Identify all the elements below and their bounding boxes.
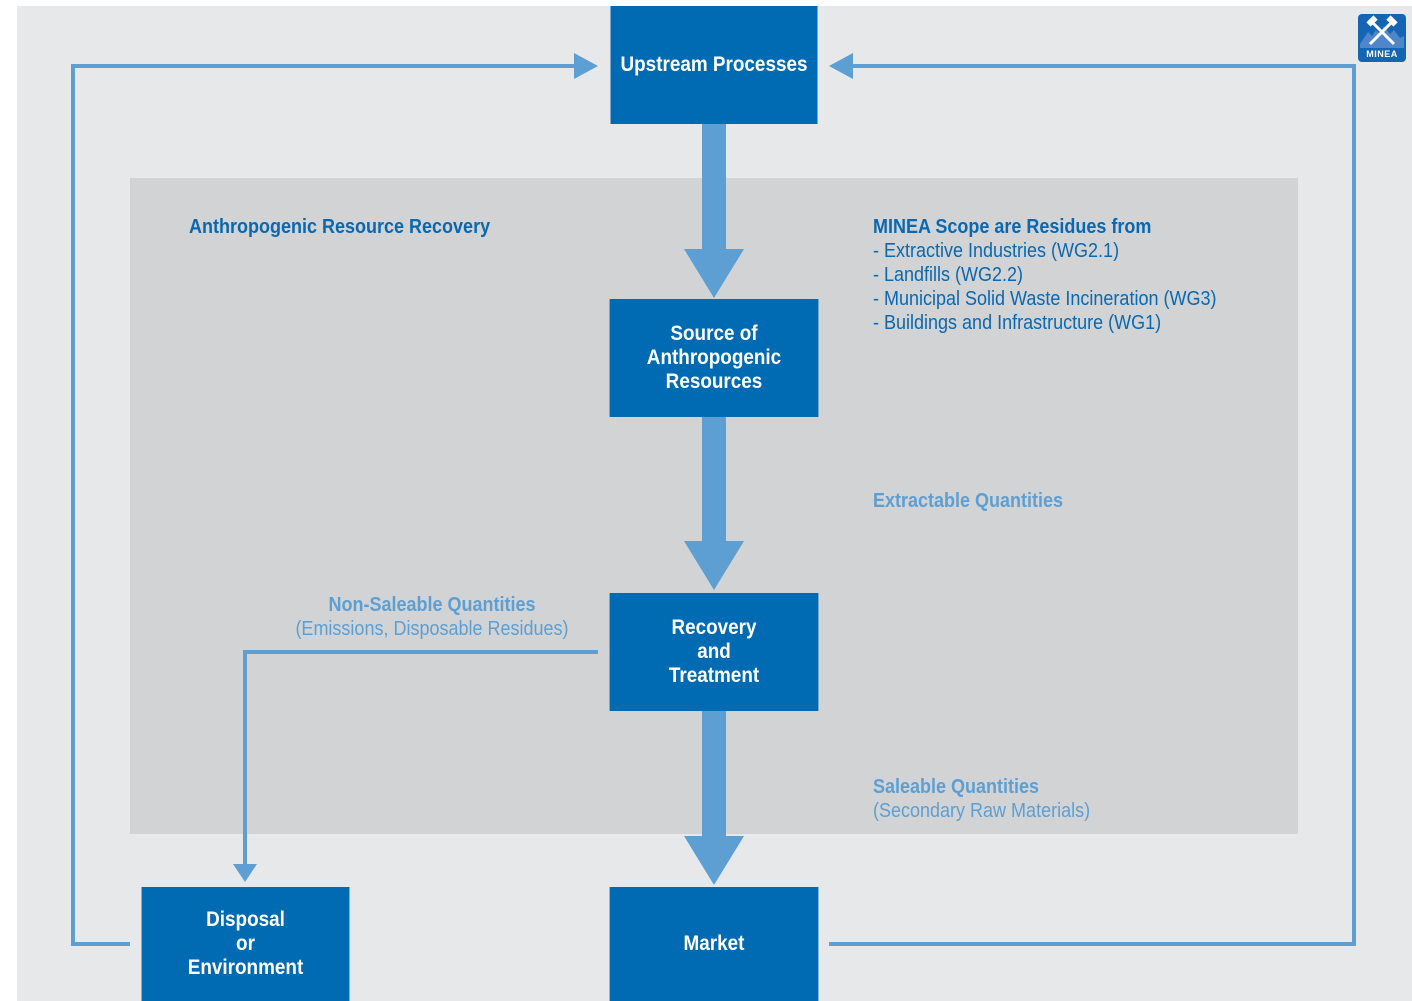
scope-item: - Extractive Industries (WG2.1): [873, 240, 1120, 262]
saleable-subtitle: (Secondary Raw Materials): [873, 800, 1091, 822]
node-recovery-line-2: and: [697, 640, 731, 663]
saleable-block: Saleable Quantities (Secondary Raw Mater…: [873, 775, 1090, 823]
node-source-line-2: Anthropogenic: [646, 346, 782, 369]
non-saleable-subtitle: (Emissions, Disposable Residues): [295, 618, 569, 640]
scope-block: MINEA Scope are Residues from - Extracti…: [873, 215, 1216, 335]
node-disposal-line-3: Environment: [187, 956, 304, 979]
arrow-head-recovery-to-disposal: [233, 864, 257, 882]
line-disposal-to-upstream: [71, 64, 578, 946]
node-recovery-line-1: Recovery: [671, 616, 757, 639]
node-upstream-processes: Upstream Processes: [610, 6, 818, 124]
line-recovery-to-disposal: [243, 650, 598, 866]
node-disposal-or-environment: Disposal or Environment: [141, 887, 350, 1001]
scope-item: - Buildings and Infrastructure (WG1): [873, 312, 1162, 334]
node-disposal-line-1: Disposal: [206, 908, 285, 931]
crossed-hammers-icon: [1360, 15, 1404, 48]
logo-text: MINEA: [1366, 49, 1398, 59]
panel-title: Anthropogenic Resource Recovery: [189, 216, 491, 238]
node-upstream-label: Upstream Processes: [620, 53, 808, 76]
node-market-label: Market: [683, 932, 745, 955]
arrow-shaft-upstream-to-source: [702, 124, 726, 249]
scope-item: - Municipal Solid Waste Incineration (WG…: [873, 288, 1217, 310]
extractable-quantities-label: Extractable Quantities: [873, 490, 1064, 512]
node-source-of-resources: Source of Anthropogenic Resources: [609, 299, 819, 417]
arrow-shaft-recovery-to-market: [702, 711, 726, 836]
arrow-head-market-to-upstream: [829, 53, 853, 79]
saleable-title: Saleable Quantities: [873, 776, 1040, 798]
node-disposal-line-2: or: [236, 932, 255, 955]
node-recovery-and-treatment: Recovery and Treatment: [609, 593, 819, 711]
minea-logo: MINEA: [1358, 14, 1406, 62]
arrow-shaft-source-to-recovery: [702, 417, 726, 541]
node-recovery-line-3: Treatment: [668, 664, 760, 687]
arrow-head-upstream-to-source: [684, 249, 744, 298]
scope-title: MINEA Scope are Residues from: [873, 216, 1152, 238]
node-market: Market: [609, 887, 819, 1001]
arrow-head-source-to-recovery: [684, 541, 744, 590]
non-saleable-block: Non-Saleable Quantities (Emissions, Disp…: [279, 593, 585, 641]
node-source-line-3: Resources: [665, 370, 763, 393]
arrow-head-disposal-to-upstream: [574, 53, 598, 79]
non-saleable-title: Non-Saleable Quantities: [328, 594, 536, 616]
node-source-line-1: Source of: [670, 322, 758, 345]
scope-item: - Landfills (WG2.2): [873, 264, 1024, 286]
arrow-head-recovery-to-market: [684, 836, 744, 885]
line-market-to-upstream: [829, 64, 1356, 946]
